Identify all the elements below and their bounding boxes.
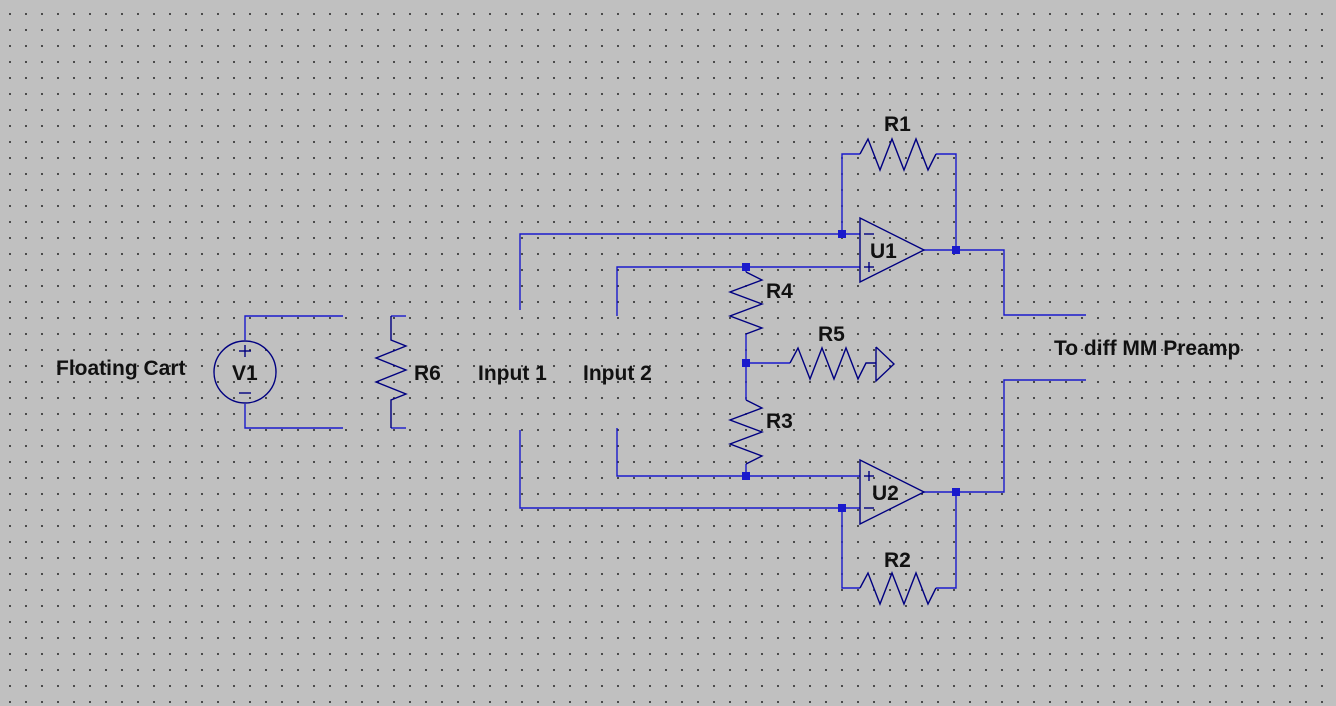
wire-r1-right — [936, 153, 957, 250]
wire-out-top — [924, 249, 1086, 316]
label-r1: R1 — [884, 113, 911, 136]
label-u1: U1 — [870, 240, 897, 263]
ground-icon — [875, 346, 896, 383]
label-r4: R4 — [766, 280, 793, 303]
label-v1: V1 — [232, 362, 258, 385]
label-input2: Input 2 — [583, 362, 652, 385]
junction-u2-inv — [838, 504, 846, 512]
r5-resistor[interactable] — [789, 346, 876, 381]
junction-r5-node — [742, 359, 750, 367]
junction-r3-bottom — [742, 472, 750, 480]
label-r2: R2 — [884, 549, 911, 572]
wire-r1-left — [841, 153, 860, 234]
r1-resistor[interactable] — [859, 137, 937, 172]
wire-out-bottom — [924, 379, 1086, 493]
wire-r2-right — [936, 492, 957, 589]
junctions — [742, 230, 960, 512]
label-r6: R6 — [414, 362, 441, 385]
label-floating-cart: Floating Cart — [56, 357, 186, 380]
wire-r2-left — [841, 508, 860, 589]
label-r5: R5 — [818, 323, 845, 346]
junction-u1-inv — [838, 230, 846, 238]
r4-resistor[interactable] — [728, 271, 764, 335]
wire-v1-bottom — [244, 404, 343, 429]
label-u2: U2 — [872, 482, 899, 505]
u2-opamp[interactable] — [859, 458, 926, 526]
wire-v1-top — [244, 315, 343, 340]
v1-voltage-source[interactable] — [213, 340, 277, 404]
v1-circle — [213, 340, 277, 404]
label-input1: Input 1 — [478, 362, 547, 385]
label-r3: R3 — [766, 410, 793, 433]
r2-resistor[interactable] — [859, 571, 937, 606]
junction-u1-out — [952, 246, 960, 254]
u1-opamp[interactable] — [859, 216, 926, 284]
junction-r4-top — [742, 263, 750, 271]
r3-resistor[interactable] — [728, 399, 764, 465]
wire-input1-top — [519, 233, 860, 310]
wire-input2-top — [616, 266, 860, 316]
wire-input2-bottom — [616, 428, 860, 477]
junction-u2-out — [952, 488, 960, 496]
wires — [244, 153, 1086, 589]
wire-input1-bottom — [519, 430, 860, 509]
label-output: To diff MM Preamp — [1054, 337, 1240, 360]
r6-resistor[interactable] — [374, 316, 408, 428]
